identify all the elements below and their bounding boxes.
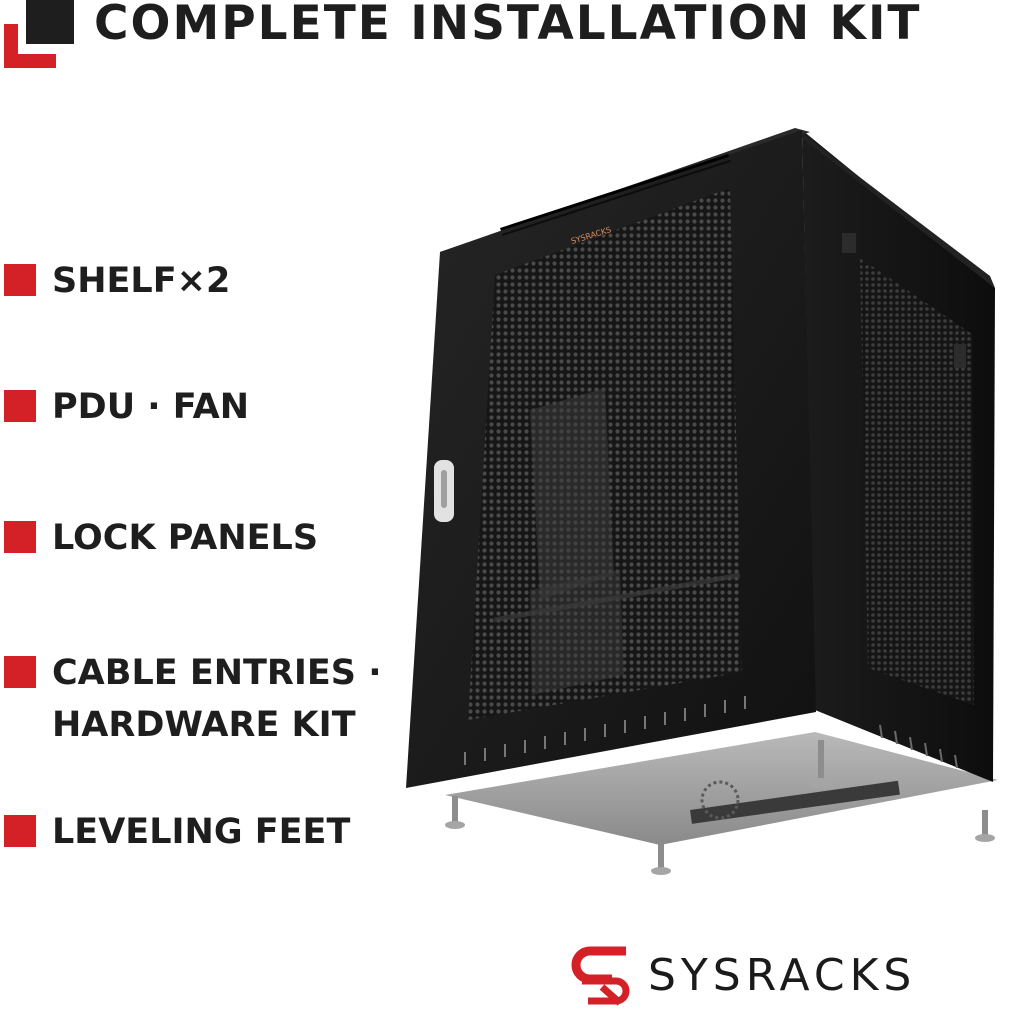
feature-label: PDU · FAN xyxy=(52,387,250,427)
feature-label: LEVELING FEET xyxy=(52,812,351,852)
bullet-icon xyxy=(4,264,36,296)
brand-footer: SYSRACKS xyxy=(560,945,1010,1007)
feature-label-line2: HARDWARE KIT xyxy=(52,705,356,745)
sysracks-logo-icon xyxy=(571,946,630,1006)
bullet-icon xyxy=(4,390,36,422)
feature-label: LOCK PANELS xyxy=(52,518,319,558)
bullet-icon xyxy=(4,815,36,847)
page-title: COMPLETE INSTALLATION KIT xyxy=(94,0,922,51)
brand-name: SYSRACKS xyxy=(648,950,917,1001)
bullet-icon xyxy=(4,656,36,688)
corner-logo-mark xyxy=(4,0,74,68)
leveling-foot-icon xyxy=(445,796,465,829)
bullet-icon xyxy=(4,521,36,553)
server-rack-cabinet-image: SYSRACKS xyxy=(406,128,998,875)
leveling-foot-icon xyxy=(975,810,995,842)
leveling-foot-icon xyxy=(809,740,833,788)
feature-label-line1: CABLE ENTRIES · xyxy=(52,653,382,693)
leveling-foot-icon xyxy=(651,842,671,875)
feature-label: SHELF×2 xyxy=(52,261,231,301)
